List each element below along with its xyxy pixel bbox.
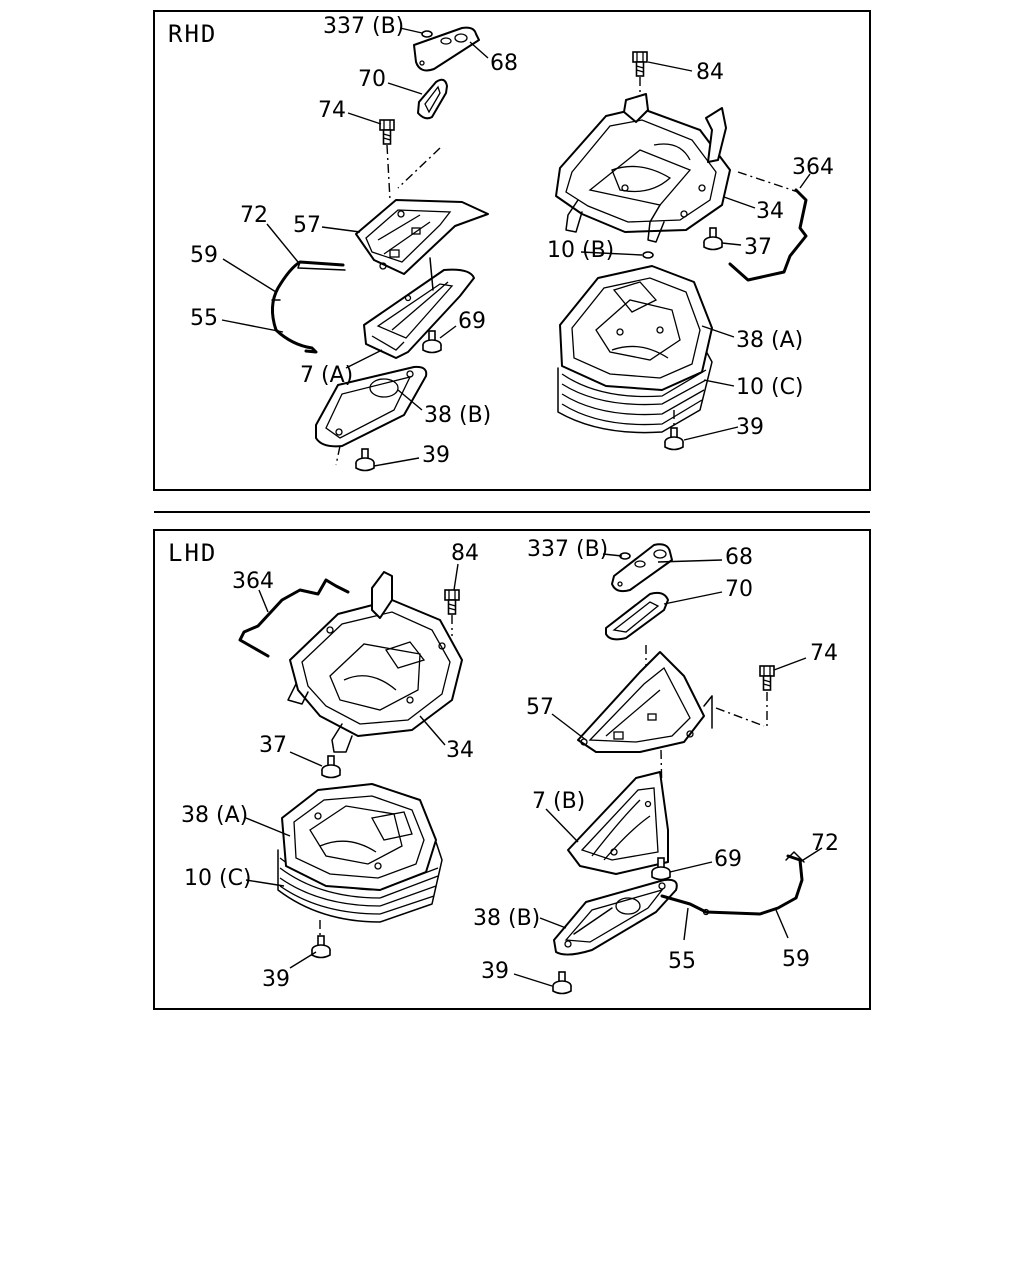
rhd-label-57: 57 (293, 213, 321, 238)
rhd-label-72: 72 (240, 203, 268, 228)
rhd-gasket-70 (417, 78, 448, 120)
lhd-label-59: 59 (782, 947, 810, 972)
lhd-label-38b: 38 (B) (473, 906, 540, 931)
rhd-label-10c: 10 (C) (736, 375, 804, 400)
rhd-clip-10b (642, 251, 654, 259)
lhd-gasket-70 (605, 591, 669, 641)
rhd-label-70: 70 (358, 67, 386, 92)
lhd-label-74: 74 (810, 641, 838, 666)
lhd-label-39-left: 39 (262, 967, 290, 992)
rhd-label-55: 55 (190, 306, 218, 331)
rhd-label-69: 69 (458, 309, 486, 334)
panel-lhd-frame (153, 529, 871, 1010)
rhd-leaders (221, 27, 811, 467)
lhd-label-70: 70 (725, 577, 753, 602)
rhd-label-68: 68 (490, 51, 518, 76)
lhd-label-10c: 10 (C) (184, 866, 252, 891)
lhd-label-72: 72 (811, 831, 839, 856)
lhd-cover-7b (567, 771, 669, 875)
rhd-grommet-37 (703, 227, 723, 251)
rhd-label-337b: 337 (B) (323, 14, 404, 39)
rhd-label-38a: 38 (A) (736, 328, 803, 353)
lhd-pad-38b (553, 878, 678, 956)
rhd-bolt-39-right (664, 427, 684, 451)
lhd-bracket-34 (289, 599, 463, 737)
rhd-label-84: 84 (696, 60, 724, 85)
lhd-bolt-39-left (311, 935, 331, 959)
lhd-label-364: 364 (232, 569, 274, 594)
rhd-pad-38b (315, 365, 428, 448)
rhd-clip-337b (421, 30, 433, 38)
lhd-grommet-37 (321, 755, 341, 779)
lhd-wire-364 (238, 578, 350, 658)
lhd-label-55: 55 (668, 949, 696, 974)
lhd-box-38a (281, 783, 437, 891)
rhd-label-74: 74 (318, 98, 346, 123)
lhd-strap-59 (660, 854, 804, 916)
rhd-right-assembly (555, 51, 808, 451)
panel-rhd-frame (153, 10, 871, 491)
lhd-label-38a: 38 (A) (181, 803, 248, 828)
lhd-labels: 364 84 37 34 38 (A) 10 (C) 39 337 (B) 68… (181, 537, 839, 992)
rhd-label-37: 37 (744, 235, 772, 260)
panel-rhd: RHD (153, 10, 871, 491)
lhd-label-68: 68 (725, 545, 753, 570)
lhd-bolt-74 (759, 665, 775, 691)
rhd-bolt-84 (632, 51, 648, 77)
lhd-label-57: 57 (526, 695, 554, 720)
rhd-box-38a (559, 265, 713, 391)
lhd-label-7b: 7 (B) (532, 789, 585, 814)
lhd-bolt-39-right (552, 971, 572, 995)
rhd-wire-364 (728, 188, 808, 282)
lhd-cover-68 (611, 543, 673, 593)
rhd-label-34: 34 (756, 199, 784, 224)
lhd-left-assembly (238, 571, 463, 959)
lhd-label-337b: 337 (B) (527, 537, 608, 562)
panel-lhd: LHD (153, 529, 871, 1010)
lhd-label-69: 69 (714, 847, 742, 872)
rhd-label-38b: 38 (B) (424, 403, 491, 428)
lhd-bracket-57 (577, 651, 705, 753)
rhd-label-7a: 7 (A) (300, 363, 353, 388)
lhd-label-37: 37 (259, 733, 287, 758)
rhd-label-364: 364 (792, 155, 834, 180)
lhd-right-assembly (552, 543, 805, 995)
rhd-bolt-39-left (355, 448, 375, 472)
lhd-leaders (245, 553, 823, 987)
panel-lhd-title: LHD (168, 539, 217, 567)
rhd-cover-68 (413, 26, 480, 72)
rhd-label-59: 59 (190, 243, 218, 268)
rhd-labels: 337 (B) 68 70 74 57 72 59 55 7 (A) 69 38… (190, 14, 834, 468)
rhd-bolt-74 (379, 119, 395, 145)
rhd-label-39-left: 39 (422, 443, 450, 468)
rhd-label-39-right: 39 (736, 415, 764, 440)
lhd-bolt-84 (444, 589, 460, 615)
rhd-label-10b: 10 (B) (547, 238, 614, 263)
lhd-label-84: 84 (451, 541, 479, 566)
panel-rhd-title: RHD (168, 20, 217, 48)
rhd-strap-59 (271, 260, 345, 354)
lhd-layers-10c (277, 829, 443, 923)
rhd-layers-10c (557, 339, 713, 434)
lhd-label-39-right: 39 (481, 959, 509, 984)
lhd-label-34: 34 (446, 738, 474, 763)
